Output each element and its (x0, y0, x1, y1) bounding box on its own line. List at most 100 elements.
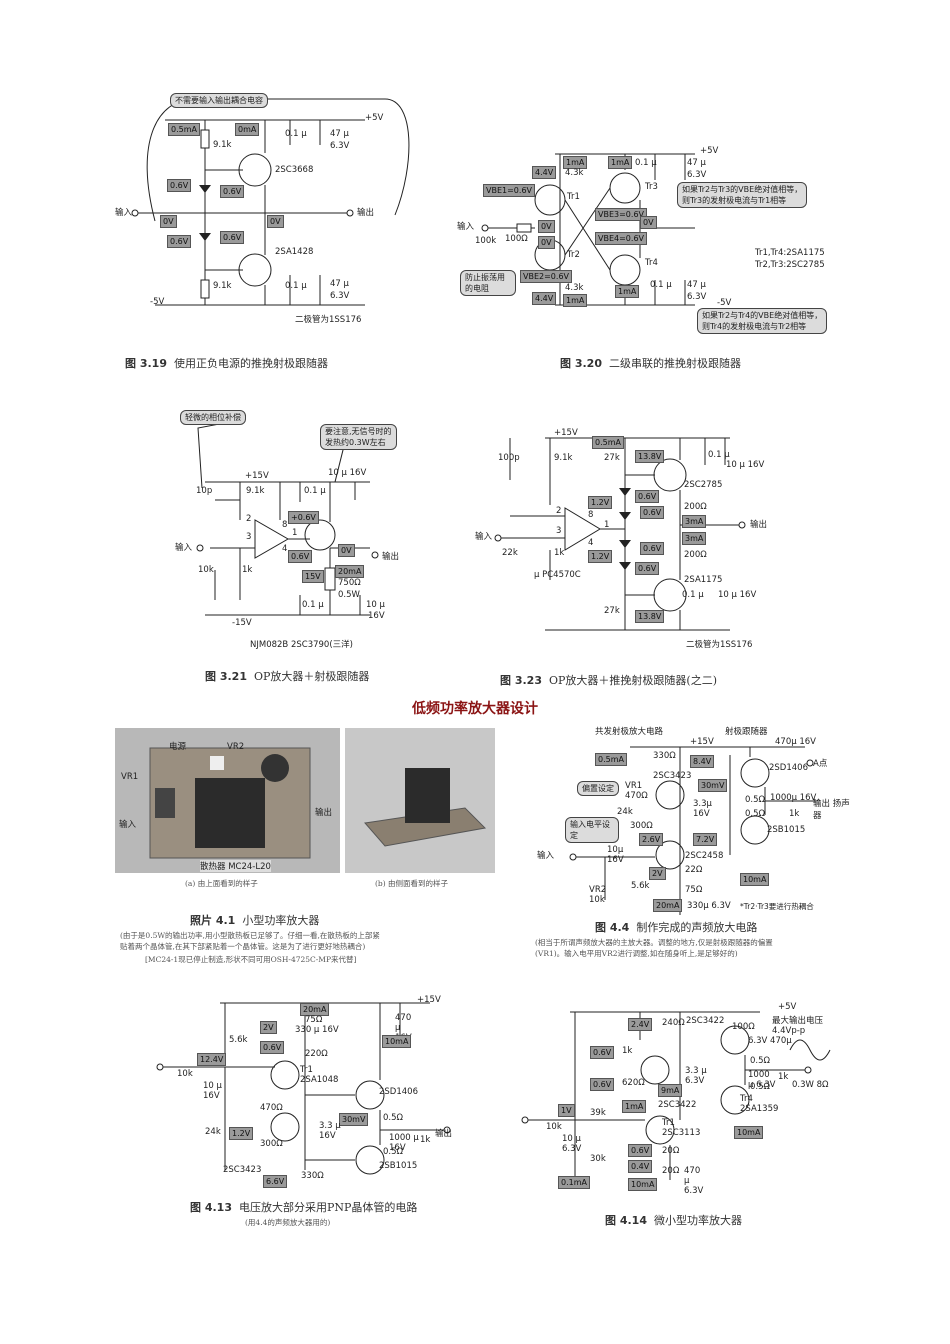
fig413-r4: 470Ω (260, 1103, 283, 1113)
fig323-vplus: +15V (554, 428, 578, 438)
fig414-i5: 10mA (734, 1126, 764, 1139)
fig323-c1: 0.1 μ (708, 450, 730, 460)
fig414-caption: 图 4.14 微小型功率放大器 (605, 1212, 742, 1228)
fig323-caption-text: OP放大器＋推挽射极跟随器(之二) (548, 674, 717, 687)
fig414-vplus: +5V (778, 1002, 797, 1012)
fig44-point-a: A点 (813, 759, 828, 769)
fig323-pin4: 4 (588, 538, 594, 548)
fig44-r7: 22Ω (685, 865, 703, 875)
fig413-i1: 20mA (300, 1003, 330, 1016)
fig414-r8: 39k (590, 1108, 606, 1118)
fig323-r7: 200Ω (684, 550, 707, 560)
fig319-c-top2: 47 μ (330, 129, 349, 139)
fig321-parts: NJM082B 2SC3790(三洋) (250, 640, 353, 650)
fig320-note2b: 则Tr4的发射极电流与Tr2相等 (702, 322, 807, 331)
fig413-caption-text: 电压放大部分采用PNP晶体管的电路 (238, 1201, 418, 1214)
fig413-r9: 0.5Ω (383, 1147, 404, 1157)
fig414-rin: 10k (546, 1122, 562, 1132)
fig323-c4: 10 μ 16V (718, 590, 757, 600)
fig323-c3: 0.1 μ (682, 590, 704, 600)
fig323-i3: 3mA (682, 532, 707, 545)
fig44-i3: 10mA (740, 873, 770, 886)
fig320-rs: 100Ω (505, 234, 528, 244)
fig321-i1: 20mA (335, 565, 365, 578)
fig414-vmax2: 4.4Vp-p (772, 1026, 806, 1036)
fig320-types1: Tr1,Tr4:2SA1175 (755, 248, 825, 258)
fig44-vplus: +15V (690, 737, 714, 747)
fig321-out: 输出 (382, 552, 400, 562)
fig323-v4: 13.8V (635, 610, 665, 623)
fig320-v44a: 4.4V (532, 166, 557, 179)
fig44-i1: 0.5mA (595, 753, 627, 766)
fig413-q1: Tr1 2SA1048 (300, 1065, 339, 1085)
fig414-i2: 1mA (622, 1100, 647, 1113)
fig44-q3: 2SB1015 (767, 825, 806, 835)
fig320-r1: 4.3k (565, 168, 584, 178)
fig323-v2: 1.2V (588, 496, 613, 509)
photo41-caption-text: 小型功率放大器 (242, 914, 320, 927)
fig44-call2: 输入电平设定 (565, 817, 619, 843)
fig323-i1: 0.5mA (592, 436, 624, 449)
fig413-caption-no: 图 4.13 (190, 1201, 232, 1214)
photo41-note3: [MC24-1现已停止制造,形状不同可用OSH-4725C-MP来代替] (145, 955, 357, 964)
fig321-caption: 图 3.21 OP放大器＋射极跟随器 (205, 668, 369, 684)
fig323-c-comp: 100p (498, 453, 520, 463)
fig321-circuit (196, 421, 379, 616)
photo-4-1: 电源 VR2 VR1 输入 输出 散热器 MC24-L20 (a) 由上面看到的… (115, 728, 500, 968)
fig319-c-bot2: 47 μ (330, 279, 349, 289)
fig321-vplus: +15V (245, 471, 269, 481)
fig414-v6: 0.4V (628, 1160, 653, 1173)
fig323-v7: 0.6V (640, 542, 665, 555)
fig320-q1: Tr1 (567, 192, 580, 202)
fig320-circuit (481, 153, 695, 306)
fig319-caption: 图 3.19 使用正负电源的推挽射极跟随器 (125, 355, 328, 371)
fig319-q-top: 2SC3668 (275, 165, 314, 175)
fig413-v3: 12.4V (197, 1053, 227, 1066)
fig414-q1: 2SC3422 (686, 1016, 725, 1026)
fig44-c1: 470μ 16V (775, 737, 816, 747)
fig323-pin1: 1 (604, 520, 610, 530)
fig413-r1: 75Ω (305, 1015, 323, 1025)
fig323-q1: 2SC2785 (684, 480, 723, 490)
fig413-v2: 0.6V (260, 1041, 285, 1054)
fig321-pin4: 4 (282, 544, 288, 554)
fig44-r3: 300Ω (630, 821, 653, 831)
fig413-caption: 图 4.13 电压放大部分采用PNP晶体管的电路 (190, 1199, 417, 1215)
figure-4-13: +15V 20mA 75Ω 330 μ 16V 2V 470 μ 16V 5.6… (145, 995, 465, 1235)
fig414-r7: 1k (778, 1072, 789, 1082)
fig413-v4: 1.2V (229, 1127, 254, 1140)
fig323-q2: 2SA1175 (684, 575, 723, 585)
photo-label-power: 电源 (169, 742, 187, 752)
fig321-pin8: 8 (282, 520, 288, 530)
fig320-vbe3: VBE3=0.6V (595, 208, 648, 221)
fig320-vbe4: VBE4=0.6V (595, 232, 648, 245)
fig323-r2: 22k (502, 548, 518, 558)
fig320-note3: 防止振荡用的电阻 (460, 270, 516, 296)
fig413-r10: 1k (420, 1135, 431, 1145)
fig319-diode-note: 二极管为1SS176 (295, 315, 362, 325)
fig414-r2: 100Ω (732, 1022, 755, 1032)
fig413-out: 输出 (435, 1129, 453, 1139)
fig321-caption-text: OP放大器＋射极跟随器 (253, 670, 370, 683)
fig414-q2: 2SC3422 (658, 1100, 697, 1110)
fig320-vplus: +5V (700, 146, 719, 156)
fig413-vplus: +15V (417, 995, 441, 1005)
figure-4-14: +5V 最大输出电压 4.4Vp-p 2.4V 240Ω 2SC3422 100… (510, 1000, 840, 1235)
photo41-caption-no: 照片 4.1 (190, 914, 236, 927)
fig320-caption-no: 图 3.20 (560, 357, 602, 370)
fig320-c1: 0.1 μ (635, 158, 657, 168)
fig319-c-top: 0.1 μ (285, 129, 307, 139)
fig321-v4: 15V (302, 570, 324, 583)
fig44-v5: 2V (649, 867, 666, 880)
fig44-caption: 图 4.4 制作完成的声频放大电路 (595, 919, 757, 935)
fig414-c4: 470 μ 6.3V (684, 1166, 704, 1196)
fig320-note2: 如果Tr2与Tr4的VBE绝对值相等，则Tr4的发射极电流与Tr2相等 (697, 308, 828, 334)
fig323-v6: 0.6V (640, 506, 665, 519)
fig414-caption-text: 微小型功率放大器 (653, 1214, 742, 1227)
fig413-r8: 0.5Ω (383, 1113, 404, 1123)
photo-label-in: 输入 (119, 820, 137, 830)
fig414-c1: 3.3 μ 6.3V (685, 1066, 707, 1086)
fig44-v1: 8.4V (690, 755, 715, 768)
fig319-caption-text: 使用正负电源的推挽射极跟随器 (173, 357, 328, 370)
fig413-v1: 2V (260, 1021, 277, 1034)
